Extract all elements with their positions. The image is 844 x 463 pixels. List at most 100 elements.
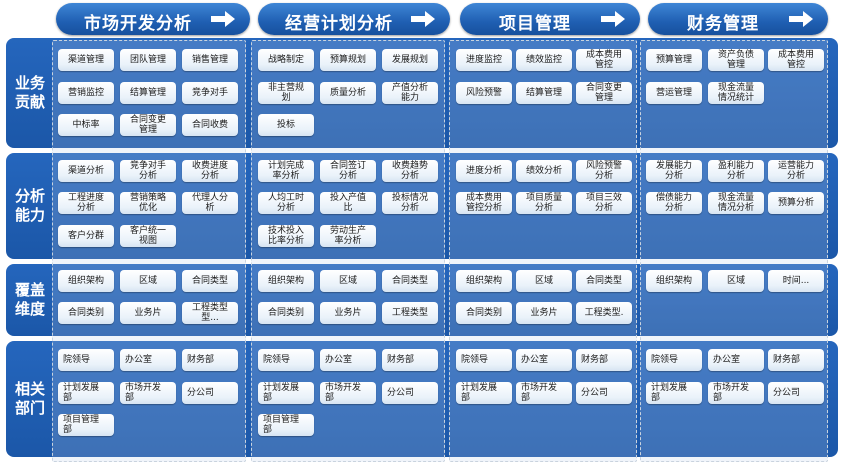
cell-ability[interactable]: 人均工时 分析 xyxy=(258,192,314,214)
cell-dimension[interactable]: 合同类型 xyxy=(576,270,632,292)
cell-ability[interactable]: 运营能力 分析 xyxy=(768,160,824,182)
cell-departments[interactable]: 市场开发 部 xyxy=(120,382,176,404)
cell-dimension[interactable]: 组织架构 xyxy=(58,270,114,292)
cell-ability[interactable]: 技术投入 比率分析 xyxy=(258,225,314,247)
cell-ability[interactable]: 项目质量 分析 xyxy=(516,192,572,214)
cell-business[interactable]: 非主营规 划 xyxy=(258,82,314,104)
cell-business[interactable]: 中标率 xyxy=(58,114,114,136)
cell-departments[interactable]: 院领导 xyxy=(646,349,702,371)
cell-business[interactable]: 预算管理 xyxy=(646,49,702,71)
cell-dimension[interactable]: 工程类型 xyxy=(382,302,438,324)
cell-departments[interactable]: 计划发展 部 xyxy=(456,382,512,404)
cell-business[interactable]: 风险预警 xyxy=(456,82,512,104)
cell-departments[interactable]: 财务部 xyxy=(382,349,438,371)
cell-dimension[interactable]: 时间... xyxy=(768,270,824,292)
cell-departments[interactable]: 市场开发 部 xyxy=(320,382,376,404)
cell-ability[interactable]: 投标情况 分析 xyxy=(382,192,438,214)
cell-dimension[interactable]: 组织架构 xyxy=(456,270,512,292)
cell-dimension[interactable]: 工程类型. xyxy=(576,302,632,324)
cell-business[interactable]: 战略制定 xyxy=(258,49,314,71)
cell-business[interactable]: 合同收费 xyxy=(182,114,238,136)
cell-business[interactable]: 成本费用 管控 xyxy=(768,49,824,71)
cell-business[interactable]: 进度监控 xyxy=(456,49,512,71)
cell-business[interactable]: 投标 xyxy=(258,114,314,136)
cell-departments[interactable]: 院领导 xyxy=(258,349,314,371)
cell-ability[interactable]: 项目三效 分析 xyxy=(576,192,632,214)
cell-ability[interactable]: 绩效分析 xyxy=(516,160,572,182)
cell-dimension[interactable]: 区域 xyxy=(120,270,176,292)
cell-dimension[interactable]: 业务片 xyxy=(516,302,572,324)
cell-departments[interactable]: 分公司 xyxy=(182,382,238,404)
cell-ability[interactable]: 发展能力 分析 xyxy=(646,160,702,182)
cell-ability[interactable]: 工程进度 分析 xyxy=(58,192,114,214)
cell-departments[interactable]: 计划发展 部 xyxy=(258,382,314,404)
cell-ability[interactable]: 竞争对手 分析 xyxy=(120,160,176,182)
cell-ability[interactable]: 盈利能力 分析 xyxy=(708,160,764,182)
cell-dimension[interactable]: 工程类型 型... xyxy=(182,302,238,324)
cell-departments[interactable]: 财务部 xyxy=(768,349,824,371)
cell-departments[interactable]: 院领导 xyxy=(456,349,512,371)
cell-departments[interactable]: 市场开发 部 xyxy=(516,382,572,404)
cell-ability[interactable]: 代理人分 析 xyxy=(182,192,238,214)
cell-ability[interactable]: 收费趋势 分析 xyxy=(382,160,438,182)
cell-dimension[interactable]: 业务片 xyxy=(320,302,376,324)
cell-ability[interactable]: 预算分析 xyxy=(768,192,824,214)
cell-ability[interactable]: 渠道分析 xyxy=(58,160,114,182)
cell-business[interactable]: 渠道管理 xyxy=(58,49,114,71)
cell-departments[interactable]: 办公室 xyxy=(516,349,572,371)
cell-departments[interactable]: 办公室 xyxy=(320,349,376,371)
cell-dimension[interactable]: 区域 xyxy=(320,270,376,292)
cell-business[interactable]: 发展规划 xyxy=(382,49,438,71)
cell-business[interactable]: 资产负债 管理 xyxy=(708,49,764,71)
cell-dimension[interactable]: 区域 xyxy=(516,270,572,292)
cell-business[interactable]: 营销监控 xyxy=(58,82,114,104)
cell-business[interactable]: 产值分析 能力 xyxy=(382,82,438,104)
cell-dimension[interactable]: 组织架构 xyxy=(258,270,314,292)
cell-departments[interactable]: 财务部 xyxy=(182,349,238,371)
cell-business[interactable]: 合同变更 管理 xyxy=(120,114,176,136)
cell-departments[interactable]: 分公司 xyxy=(576,382,632,404)
cell-ability[interactable]: 客户分群 xyxy=(58,225,114,247)
cell-departments[interactable]: 项目管理 部 xyxy=(58,414,114,436)
cell-dimension[interactable]: 业务片 xyxy=(120,302,176,324)
cell-departments[interactable]: 院领导 xyxy=(58,349,114,371)
cell-business[interactable]: 现金流量 情况统计 xyxy=(708,82,764,104)
cell-business[interactable]: 质量分析 xyxy=(320,82,376,104)
cell-ability[interactable]: 营销策略 优化 xyxy=(120,192,176,214)
cell-business[interactable]: 团队管理 xyxy=(120,49,176,71)
cell-business[interactable]: 销售管理 xyxy=(182,49,238,71)
cell-business[interactable]: 竞争对手 xyxy=(182,82,238,104)
cell-ability[interactable]: 现金流量 情况分析 xyxy=(708,192,764,214)
cell-ability[interactable]: 计划完成 率分析 xyxy=(258,160,314,182)
cell-business[interactable]: 营运管理 xyxy=(646,82,702,104)
cell-dimension[interactable]: 区域 xyxy=(708,270,764,292)
cell-departments[interactable]: 分公司 xyxy=(768,382,824,404)
cell-business[interactable]: 预算规划 xyxy=(320,49,376,71)
cell-business[interactable]: 合同变更 管理 xyxy=(576,82,632,104)
cell-departments[interactable]: 分公司 xyxy=(382,382,438,404)
cell-departments[interactable]: 计划发展 部 xyxy=(646,382,702,404)
cell-dimension[interactable]: 合同类别 xyxy=(58,302,114,324)
cell-departments[interactable]: 办公室 xyxy=(708,349,764,371)
cell-dimension[interactable]: 合同类别 xyxy=(456,302,512,324)
cell-business[interactable]: 成本费用 管控 xyxy=(576,49,632,71)
cell-ability[interactable]: 成本费用 管控分析 xyxy=(456,192,512,214)
cell-dimension[interactable]: 合同类型 xyxy=(382,270,438,292)
cell-departments[interactable]: 市场开发 部 xyxy=(708,382,764,404)
cell-ability[interactable]: 合同签订 分析 xyxy=(320,160,376,182)
cell-ability[interactable]: 收费进度 分析 xyxy=(182,160,238,182)
cell-ability[interactable]: 风险预警 分析 xyxy=(576,160,632,182)
cell-ability[interactable]: 偿债能力 分析 xyxy=(646,192,702,214)
cell-business[interactable]: 绩效监控 xyxy=(516,49,572,71)
cell-departments[interactable]: 办公室 xyxy=(120,349,176,371)
cell-departments[interactable]: 财务部 xyxy=(576,349,632,371)
cell-departments[interactable]: 项目管理 部 xyxy=(258,414,314,436)
cell-business[interactable]: 结算管理 xyxy=(516,82,572,104)
cell-departments[interactable]: 计划发展 部 xyxy=(58,382,114,404)
cell-ability[interactable]: 劳动生产 率分析 xyxy=(320,225,376,247)
cell-ability[interactable]: 进度分析 xyxy=(456,160,512,182)
cell-dimension[interactable]: 组织架构 xyxy=(646,270,702,292)
cell-business[interactable]: 结算管理 xyxy=(120,82,176,104)
cell-dimension[interactable]: 合同类别 xyxy=(258,302,314,324)
cell-dimension[interactable]: 合同类型 xyxy=(182,270,238,292)
